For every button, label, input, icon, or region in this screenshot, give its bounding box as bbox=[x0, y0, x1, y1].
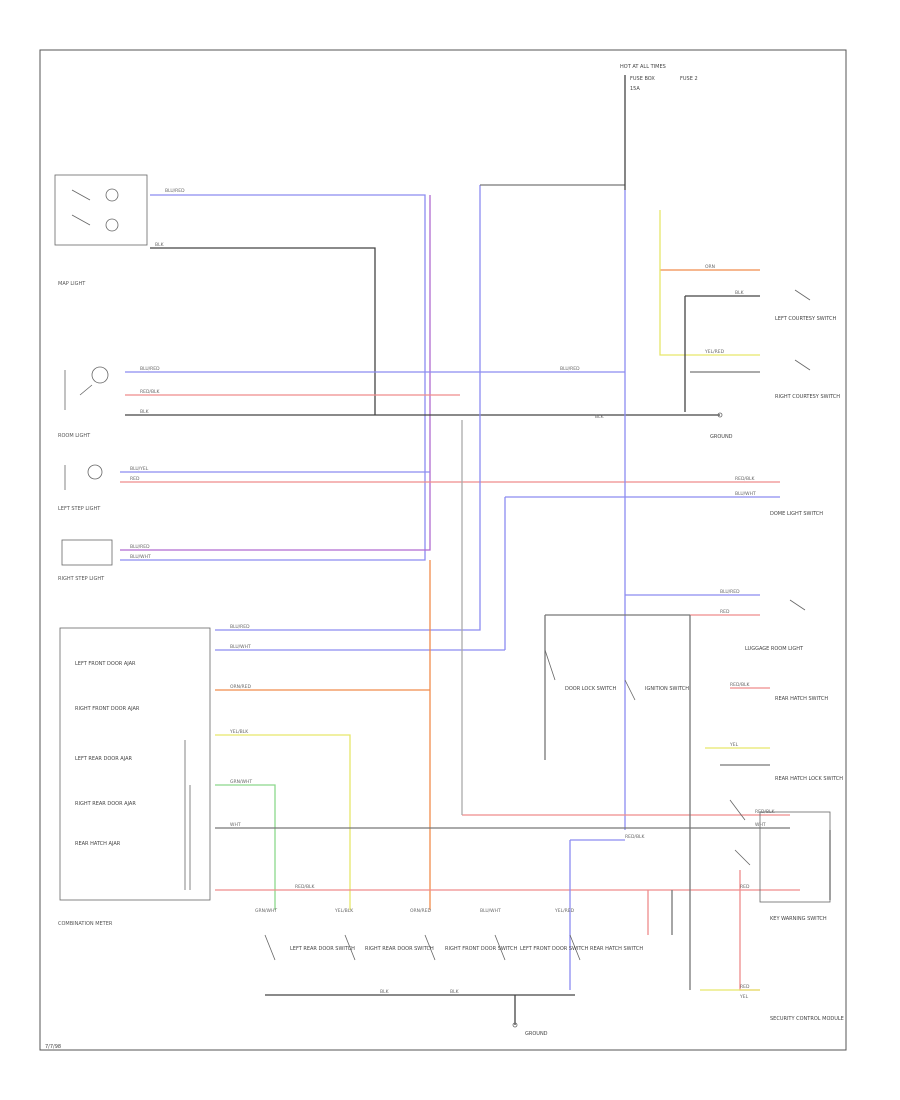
wire-label: BLU/YEL bbox=[130, 466, 149, 472]
wire-blue-vert bbox=[215, 185, 481, 631]
wire-label: ORN/RED bbox=[410, 908, 432, 914]
wire-label: RED bbox=[740, 984, 750, 990]
wire-label: BLK bbox=[155, 242, 165, 248]
left-rear-door-label: LEFT REAR DOOR SWITCH bbox=[290, 946, 355, 952]
fuse-top-label: HOT AT ALL TIMES bbox=[620, 64, 666, 70]
wire-purple-map bbox=[120, 195, 431, 551]
wire-black-map bbox=[150, 247, 376, 415]
wire-label: RED bbox=[720, 609, 730, 615]
wire-label: RED/BLK bbox=[140, 389, 161, 395]
wire-label: BLK bbox=[735, 290, 745, 296]
wire-yellow-top bbox=[659, 210, 760, 356]
meter-left-rear: LEFT REAR DOOR AJAR bbox=[75, 756, 133, 762]
wire-yellow-meter bbox=[215, 734, 351, 910]
footer-code: 7/7/98 bbox=[45, 1044, 61, 1050]
wire-label: YEL/RED bbox=[704, 349, 725, 355]
wire-label: YEL bbox=[739, 994, 749, 1000]
wire-label: ORN/RED bbox=[230, 684, 252, 690]
left-courtesy-label: LEFT COURTESY SWITCH bbox=[775, 316, 836, 322]
wire-layer bbox=[120, 75, 831, 1025]
dome-light-switch-label: DOME LIGHT SWITCH bbox=[770, 511, 823, 517]
wire-label: BLK bbox=[595, 414, 605, 420]
ignition-switch-label: IGNITION SWITCH bbox=[645, 686, 689, 692]
key-warning-label: KEY WARNING SWITCH bbox=[770, 916, 827, 922]
meter-right-front: RIGHT FRONT DOOR AJAR bbox=[75, 706, 140, 712]
wire-label: BLK bbox=[140, 409, 150, 415]
room-light-label: ROOM LIGHT bbox=[58, 433, 91, 439]
wire-label: RED/BLK bbox=[730, 682, 751, 688]
wire-label: YEL bbox=[729, 742, 739, 748]
map-light-box bbox=[54, 174, 148, 246]
security-control-label: SECURITY CONTROL MODULE bbox=[770, 1016, 844, 1022]
wire-label: BLU/WHT bbox=[480, 908, 501, 914]
ground-top-label: GROUND bbox=[710, 434, 733, 440]
wire-blue-map bbox=[120, 194, 426, 561]
right-courtesy-label: RIGHT COURTESY SWITCH bbox=[775, 394, 840, 400]
right-step-box bbox=[61, 539, 113, 566]
left-step-label: LEFT STEP LIGHT bbox=[58, 506, 101, 512]
wire-green-meter bbox=[215, 784, 276, 910]
wire-label: BLU/RED bbox=[165, 188, 185, 194]
map-light-label: MAP LIGHT bbox=[58, 281, 86, 287]
ground-bottom-label: GROUND bbox=[525, 1031, 548, 1037]
combination-meter-label: COMBINATION METER bbox=[58, 921, 113, 927]
meter-left-front: LEFT FRONT DOOR AJAR bbox=[75, 661, 136, 667]
wire-label: BLK bbox=[380, 989, 390, 995]
wire-label: RED/BLK bbox=[735, 476, 756, 482]
wire-label: BLU/WHT bbox=[130, 554, 151, 560]
wire-label: BLU/WHT bbox=[230, 644, 251, 650]
wire-label: RED/BLK bbox=[295, 884, 316, 890]
luggage-room-label: LUGGAGE ROOM LIGHT bbox=[745, 646, 804, 652]
wire-label: BLU/RED bbox=[130, 544, 150, 550]
left-front-door-label: LEFT FRONT DOOR SWITCH bbox=[520, 946, 589, 952]
wire-label: BLU/RED bbox=[230, 624, 250, 630]
fuse-box-label: FUSE BOX bbox=[630, 76, 655, 82]
wire-label: YEL/RED bbox=[554, 908, 575, 914]
wire-label: YEL/BLK bbox=[229, 729, 249, 735]
label-layer: HOT AT ALL TIMES FUSE BOX FUSE 2 15A MAP… bbox=[45, 64, 844, 1050]
meter-right-rear: RIGHT REAR DOOR AJAR bbox=[75, 801, 136, 807]
rear-hatch-switch-label: REAR HATCH SWITCH bbox=[775, 696, 828, 702]
wire-label: RED/BLK bbox=[625, 834, 646, 840]
component-layer bbox=[54, 174, 831, 1028]
wire-label: GRN/WHT bbox=[255, 908, 277, 914]
wire-label: YEL/BLK bbox=[334, 908, 354, 914]
diagram-frame bbox=[39, 49, 847, 1051]
security-module-box bbox=[759, 811, 831, 903]
wire-label: WHT bbox=[755, 822, 766, 828]
wire-label: RED bbox=[130, 476, 140, 482]
wire-label: RED bbox=[740, 884, 750, 890]
rear-hatch-bottom-label: REAR HATCH SWITCH bbox=[590, 946, 643, 952]
wire-label: RED/BLK bbox=[755, 809, 776, 815]
wire-label: BLU/RED bbox=[720, 589, 740, 595]
wire-label: GRN/WHT bbox=[230, 779, 252, 785]
wire-label: BLU/RED bbox=[560, 366, 580, 372]
fuse-right-label: FUSE 2 bbox=[680, 76, 698, 82]
right-front-door-label: RIGHT FRONT DOOR SWITCH bbox=[445, 946, 518, 952]
fuse-rating-label: 15A bbox=[630, 86, 640, 92]
rear-hatch-lock-label: REAR HATCH LOCK SWITCH bbox=[775, 776, 843, 782]
wire-label: BLU/RED bbox=[140, 366, 160, 372]
wire-label: BLU/WHT bbox=[735, 491, 756, 497]
combination-meter-box bbox=[59, 627, 211, 901]
door-lock-switch-label: DOOR LOCK SWITCH bbox=[565, 686, 617, 692]
right-rear-door-label: RIGHT REAR DOOR SWITCH bbox=[365, 946, 434, 952]
wire-label: WHT bbox=[230, 822, 241, 828]
meter-rear-hatch: REAR HATCH AJAR bbox=[75, 841, 121, 847]
wire-label: ORN bbox=[705, 264, 715, 270]
right-step-label: RIGHT STEP LIGHT bbox=[58, 576, 105, 582]
wire-label: BLK bbox=[450, 989, 460, 995]
